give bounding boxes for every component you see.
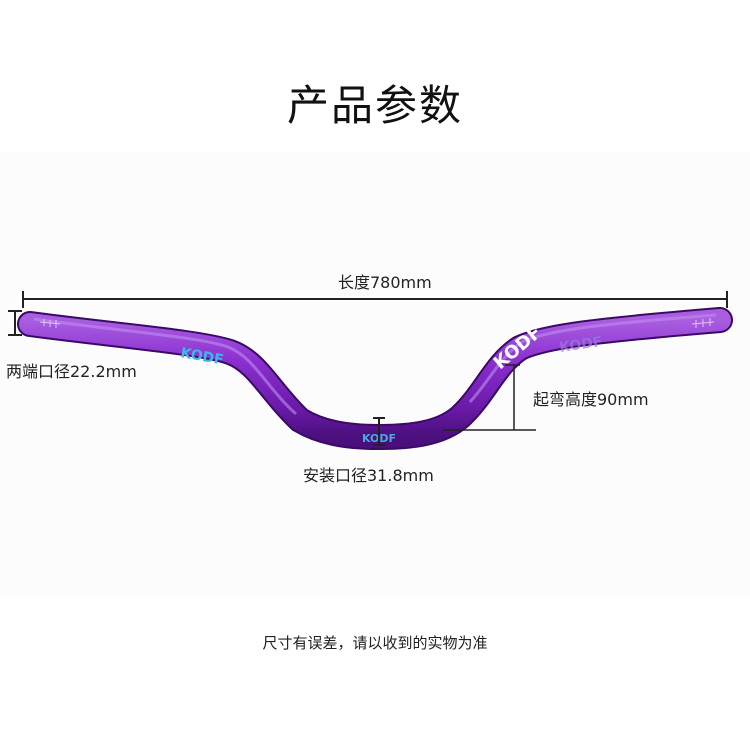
handlebar-body: KODF KODF KODF KODF — [17, 307, 733, 451]
brand-logo-left: KODF — [179, 345, 224, 368]
end-diameter-label: 两端口径22.2mm — [6, 362, 137, 381]
rise-height-label: 起弯高度90mm — [533, 390, 649, 409]
page-title: 产品参数 — [286, 81, 463, 130]
rise-height-marker — [443, 364, 536, 431]
clamp-diameter-marker — [373, 417, 385, 446]
end-diameter-marker — [8, 310, 22, 336]
disclaimer-note: 尺寸有误差，请以收到的实物为准 — [262, 634, 488, 652]
graduation-marks-right — [691, 318, 715, 328]
clamp-diameter-label: 安装口径31.8mm — [303, 466, 434, 485]
svg-text:KODF: KODF — [558, 334, 603, 356]
product-photo-panel: KODF KODF KODF KODF 长度780mm 两端口径22.2mm 起… — [0, 152, 750, 595]
length-label: 长度780mm — [338, 273, 432, 292]
length-dimension-line — [22, 291, 728, 308]
handlebar-diagram: KODF KODF KODF KODF — [8, 291, 733, 451]
graduation-marks-left — [39, 319, 61, 328]
